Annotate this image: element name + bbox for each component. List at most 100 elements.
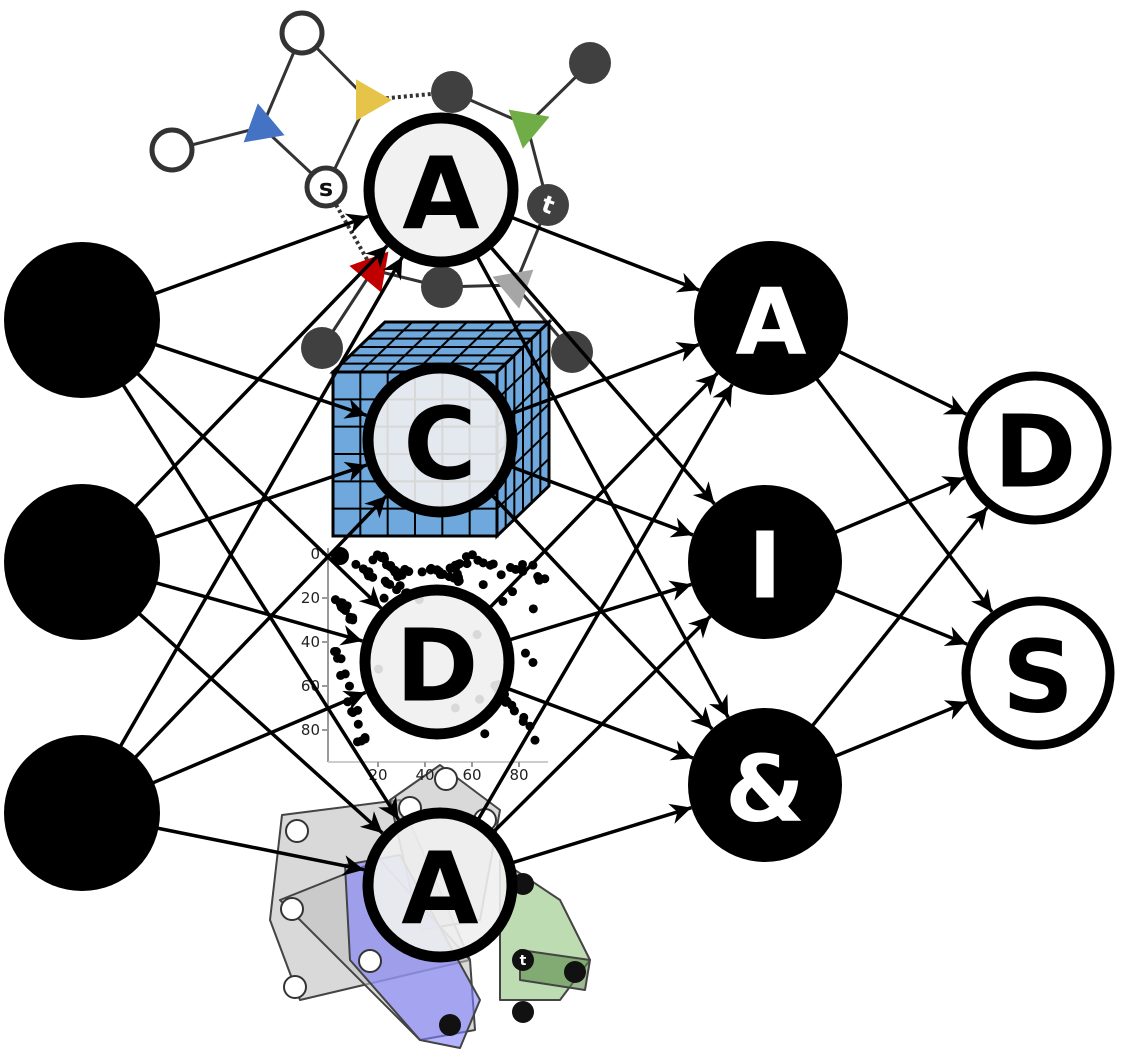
scatter-point [520,648,530,658]
scatter-y-tick-label: 80 [301,721,320,739]
scatter-point [336,654,346,664]
network-edge [502,342,700,419]
graph-open-node [149,127,195,173]
scatter-point [345,614,355,624]
network-edge [503,803,692,867]
hypergraph-dark-node [439,1014,461,1036]
hypergraph-open-node [434,767,458,791]
graph-open-node [279,10,325,56]
network-edge [119,380,400,821]
graph-dark-node [551,331,593,373]
scatter-point [530,735,540,745]
cube-grid-line [496,457,550,510]
hidden-layer-2-node [694,241,848,395]
network-edge [131,494,388,762]
network-edge [150,213,369,297]
network-edge [133,369,383,610]
scatter-point [508,587,518,597]
scatter-point [511,564,521,574]
hypergraph-dark-node [564,961,586,983]
graph-triangle-node [508,109,550,149]
scatter-point [498,596,508,606]
network-edge [482,372,719,616]
scatter-point [540,574,550,584]
hidden-layer-1-label: D [395,608,478,725]
scatter-point [392,585,402,595]
scatter-x-tick-label: 80 [509,766,528,784]
graph-dark-node [527,184,569,226]
scatter-point [393,568,403,578]
scatter-point [379,593,389,603]
scatter-point [452,569,462,579]
graph-triangle-node [243,103,285,143]
scatter-point [425,564,435,574]
graph-triangle-node [356,79,392,121]
scatter-point [478,580,488,590]
hidden-layer-2-label: A [735,269,806,376]
network-edge [135,609,384,835]
network-edge [502,461,694,538]
scatter-x-tick-label: 60 [462,766,481,784]
scatter-point [344,681,354,691]
scatter-y-tick-label: 0 [310,545,320,563]
graph-dark-node [569,42,611,84]
network-edge [131,244,389,511]
scatter-point [518,559,528,569]
scatter-point [445,564,455,574]
hidden-layer-2-node [688,485,842,639]
network-edge [808,506,989,730]
scatter-point [528,657,538,667]
network-edge [472,383,734,829]
scatter-point [364,571,374,581]
scatter-point [528,604,538,614]
network-edge [486,615,712,840]
hypergraph-open-node [358,949,382,973]
input-layer-node [4,484,160,640]
network-edge [834,348,968,416]
scatter-point [376,553,386,563]
scatter-point [453,559,463,569]
network-edge [502,212,700,293]
hypergraph-dark-node [512,873,534,895]
scatter-point [336,670,346,680]
network-edge [830,476,966,536]
scatter-point [434,567,444,577]
scatter-point [331,647,341,657]
hidden-layer-2-label: & [725,736,805,843]
output-layer-label: D [993,394,1076,511]
output-layer-node [961,596,1115,750]
scatter-point [353,705,363,715]
hypergraph-target-label: t [520,953,527,969]
scatter-point [342,601,352,611]
scatter-point [417,567,427,577]
graph-dark-node [421,266,463,308]
network-edge [150,461,368,541]
output-layer-label: S [1002,619,1074,736]
input-layer-node [4,242,160,398]
hidden-layer-1-node [359,584,515,740]
hidden-layer-2-label: I [748,513,782,620]
hidden-layer-1-node [362,807,518,963]
scatter-point [352,737,362,747]
scatter-point [496,570,506,580]
hypergraph-dark-node [512,1001,534,1023]
network-edge [812,374,994,613]
scatter-point [467,550,477,560]
network-edge [499,683,694,761]
scatter-point [462,559,472,569]
graph-triangle-node [492,269,534,309]
graph-dark-node [301,327,343,369]
scatter-y-tick-label: 20 [301,589,320,607]
hidden-layer-2-node [688,708,842,862]
scatter-point [368,555,378,565]
scatter-point [353,719,363,729]
network-edge [484,487,714,731]
scatter-y-tick-label: 40 [301,633,320,651]
scatter-x-tick-label: 40 [415,766,434,784]
scatter-point [382,578,392,588]
network-edge [148,690,367,787]
graph-triangle-node [349,251,389,293]
network-edge [151,580,363,646]
